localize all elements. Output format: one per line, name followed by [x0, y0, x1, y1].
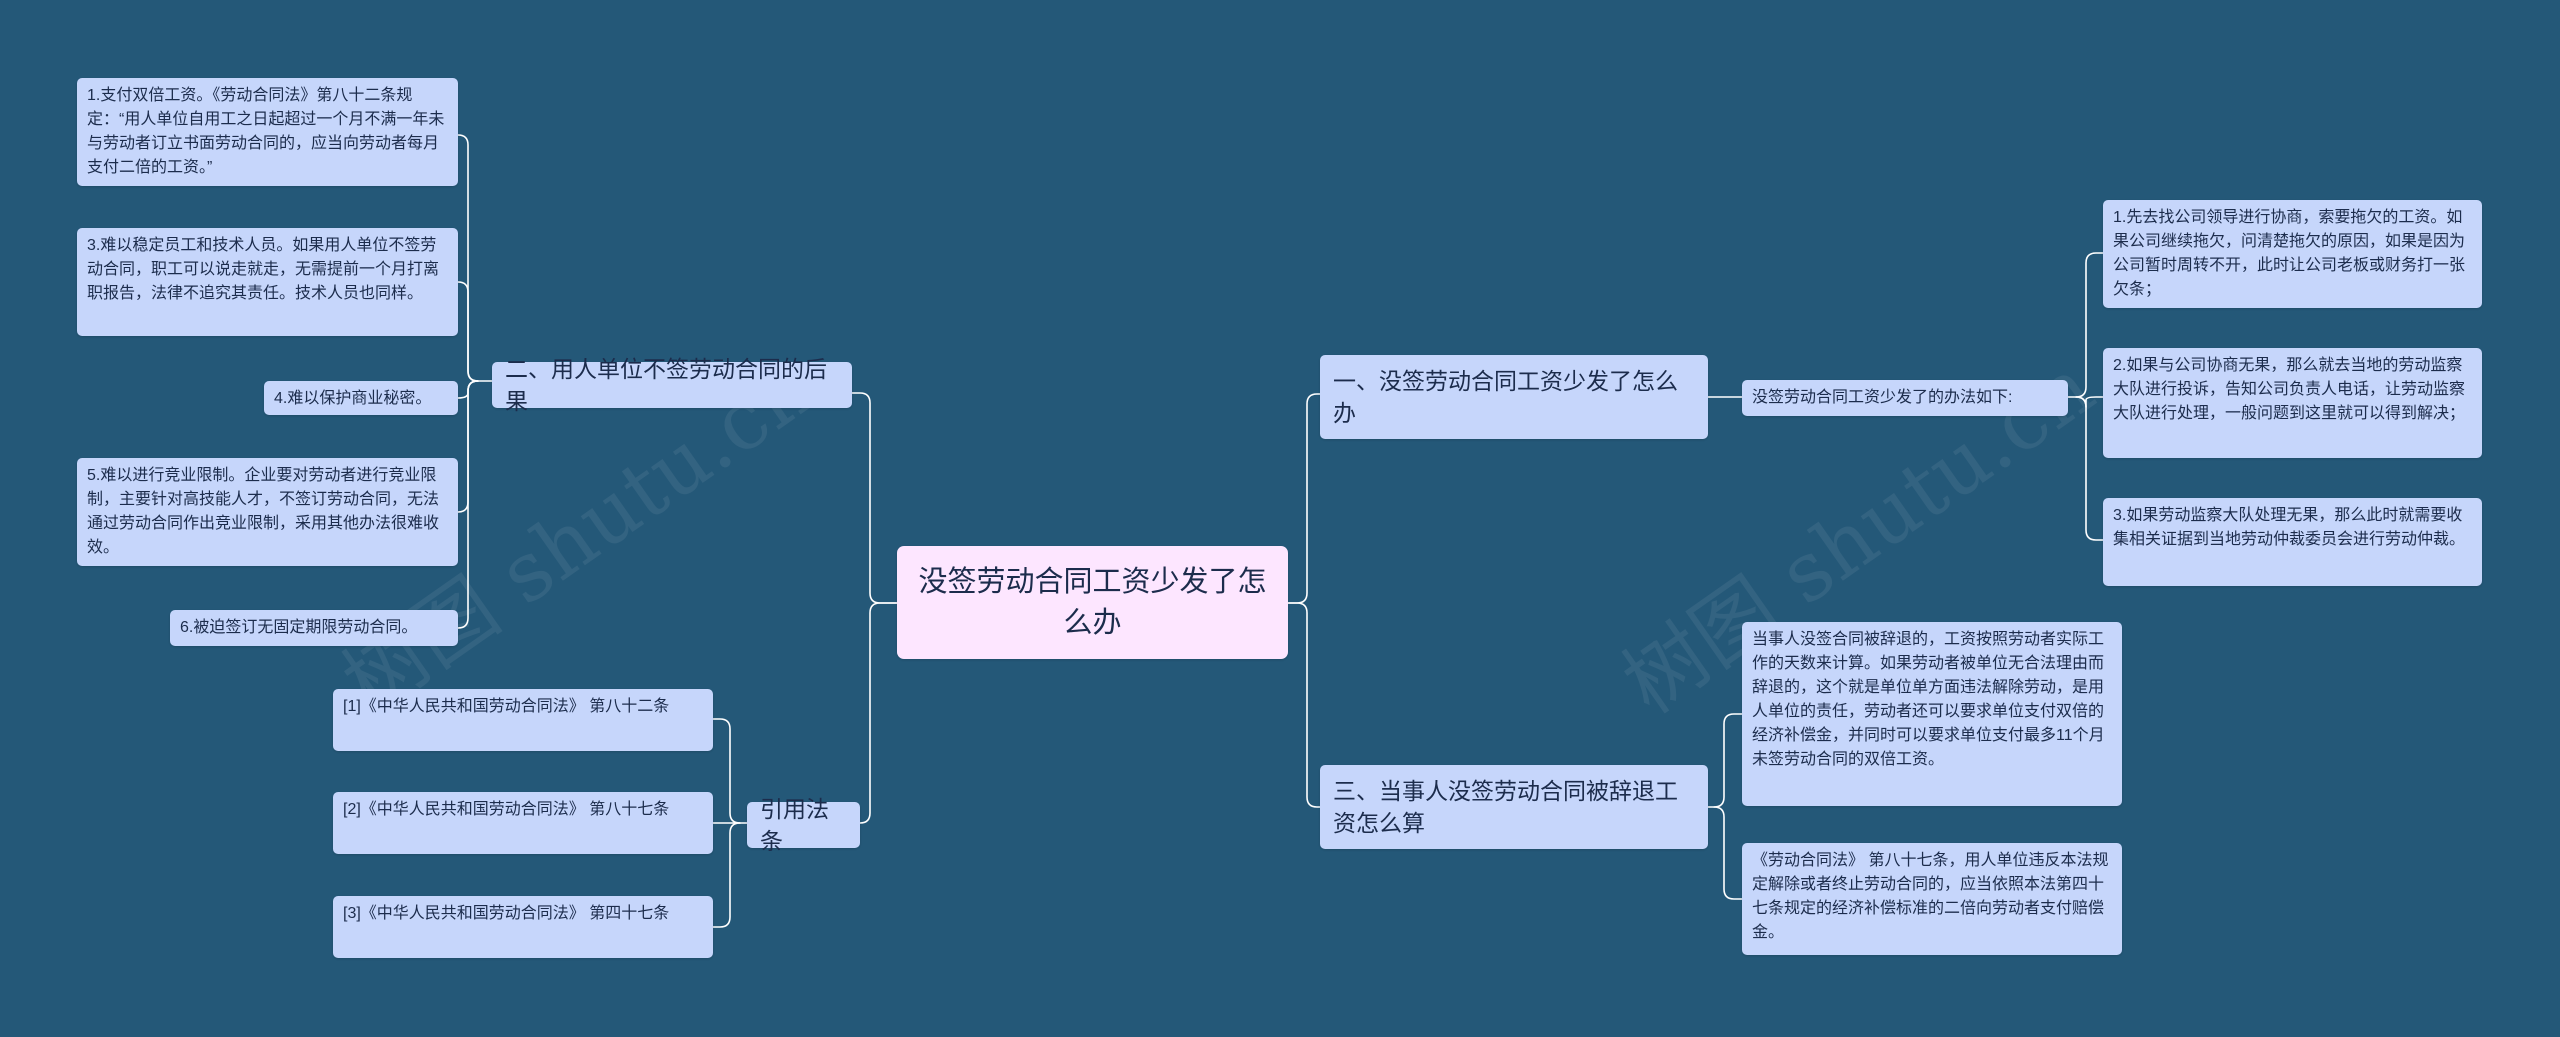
- root-topic[interactable]: 没签劳动合同工资少发了怎么办: [897, 546, 1288, 659]
- branch-1-label: 一、没签劳动合同工资少发了怎么办: [1333, 368, 1678, 426]
- branch-1-summary[interactable]: 没签劳动合同工资少发了的办法如下:: [1742, 380, 2068, 416]
- branch-2[interactable]: 二、用人单位不签劳动合同的后果: [492, 356, 852, 414]
- branch-2-item-3-text: 4.难以保护商业秘密。: [274, 390, 432, 407]
- branch-4-item-1-text: [1]《中华人民共和国劳动合同法》 第八十二条: [343, 698, 670, 715]
- branch-3-item-2[interactable]: 《劳动合同法》 第八十七条，用人单位违反本法规定解除或者终止劳动合同的，应当依照…: [1742, 843, 2122, 955]
- branch-4-item-2[interactable]: [2]《中华人民共和国劳动合同法》 第八十七条: [333, 792, 713, 854]
- branch-3-label: 三、当事人没签劳动合同被辞退工资怎么算: [1333, 778, 1678, 836]
- branch-2-item-4[interactable]: 5.难以进行竞业限制。企业要对劳动者进行竞业限制，主要针对高技能人才，不签订劳动…: [77, 458, 458, 566]
- branch-1-item-1-text: 1.先去找公司领导进行协商，索要拖欠的工资。如果公司继续拖欠，问清楚拖欠的原因，…: [2113, 209, 2466, 298]
- branch-1[interactable]: 一、没签劳动合同工资少发了怎么办: [1320, 355, 1708, 439]
- branch-2-item-5[interactable]: 6.被迫签订无固定期限劳动合同。: [170, 610, 458, 646]
- branch-4-item-1[interactable]: [1]《中华人民共和国劳动合同法》 第八十二条: [333, 689, 713, 751]
- branch-1-summary-label: 没签劳动合同工资少发了的办法如下:: [1752, 389, 2013, 406]
- branch-1-item-3-text: 3.如果劳动监察大队处理无果，那么此时就需要收集相关证据到当地劳动仲裁委员会进行…: [2113, 507, 2466, 548]
- branch-2-item-3[interactable]: 4.难以保护商业秘密。: [264, 381, 458, 415]
- branch-4-item-2-text: [2]《中华人民共和国劳动合同法》 第八十七条: [343, 801, 670, 818]
- branch-2-item-5-text: 6.被迫签订无固定期限劳动合同。: [180, 619, 418, 636]
- branch-1-item-3[interactable]: 3.如果劳动监察大队处理无果，那么此时就需要收集相关证据到当地劳动仲裁委员会进行…: [2103, 498, 2482, 586]
- branch-4-item-3-text: [3]《中华人民共和国劳动合同法》 第四十七条: [343, 905, 670, 922]
- branch-3-item-1-text: 当事人没签合同被辞退的，工资按照劳动者实际工作的天数来计算。如果劳动者被单位无合…: [1752, 631, 2105, 768]
- root-topic-label: 没签劳动合同工资少发了怎么办: [918, 565, 1267, 639]
- branch-2-item-1-text: 1.支付双倍工资。《劳动合同法》第八十二条规定：“用人单位自用工之日起超过一个月…: [87, 87, 445, 176]
- branch-2-label: 二、用人单位不签劳动合同的后果: [505, 356, 827, 414]
- branch-3[interactable]: 三、当事人没签劳动合同被辞退工资怎么算: [1320, 765, 1708, 849]
- branch-2-item-2[interactable]: 3.难以稳定员工和技术人员。如果用人单位不签劳动合同，职工可以说走就走，无需提前…: [77, 228, 458, 336]
- branch-1-item-1[interactable]: 1.先去找公司领导进行协商，索要拖欠的工资。如果公司继续拖欠，问清楚拖欠的原因，…: [2103, 200, 2482, 308]
- branch-3-item-2-text: 《劳动合同法》 第八十七条，用人单位违反本法规定解除或者终止劳动合同的，应当依照…: [1752, 852, 2109, 941]
- branch-2-item-1[interactable]: 1.支付双倍工资。《劳动合同法》第八十二条规定：“用人单位自用工之日起超过一个月…: [77, 78, 458, 186]
- branch-2-item-2-text: 3.难以稳定员工和技术人员。如果用人单位不签劳动合同，职工可以说走就走，无需提前…: [87, 237, 440, 302]
- branch-4[interactable]: 引用法条: [747, 796, 860, 854]
- branch-1-item-2-text: 2.如果与公司协商无果，那么就去当地的劳动监察大队进行投诉，告知公司负责人电话，…: [2113, 357, 2466, 422]
- branch-3-item-1[interactable]: 当事人没签合同被辞退的，工资按照劳动者实际工作的天数来计算。如果劳动者被单位无合…: [1742, 622, 2122, 806]
- branch-4-item-3[interactable]: [3]《中华人民共和国劳动合同法》 第四十七条: [333, 896, 713, 958]
- branch-4-label: 引用法条: [760, 796, 829, 854]
- branch-1-item-2[interactable]: 2.如果与公司协商无果，那么就去当地的劳动监察大队进行投诉，告知公司负责人电话，…: [2103, 348, 2482, 458]
- branch-2-item-4-text: 5.难以进行竞业限制。企业要对劳动者进行竞业限制，主要针对高技能人才，不签订劳动…: [87, 467, 440, 556]
